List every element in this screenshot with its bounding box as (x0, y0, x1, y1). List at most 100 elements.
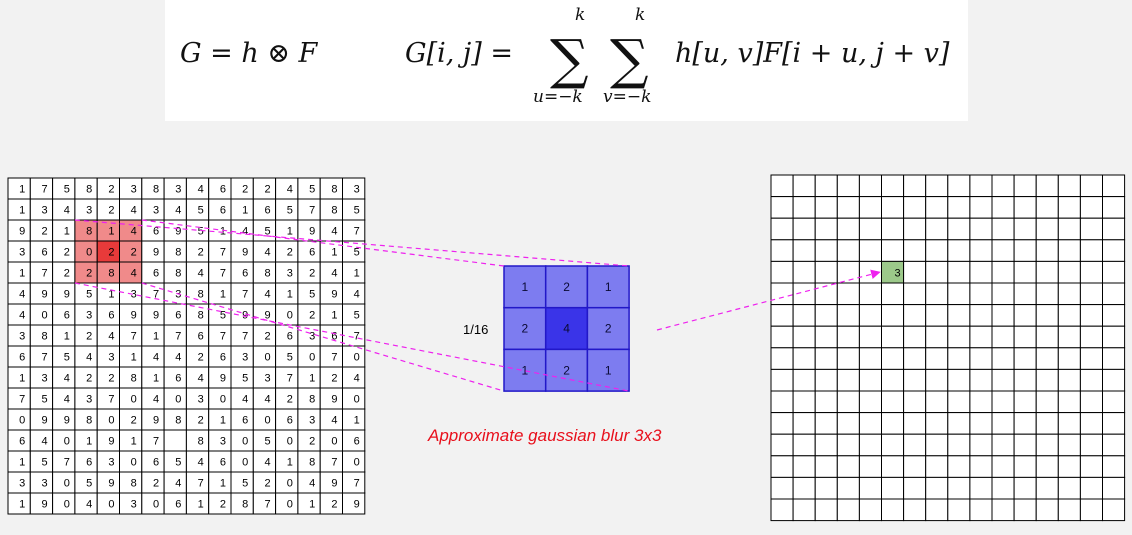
input-cell-value: 6 (220, 352, 226, 364)
input-cell-value: 0 (354, 352, 360, 364)
output-cell (1079, 282, 1104, 306)
output-cell (1035, 455, 1059, 478)
output-cell (881, 304, 905, 327)
input-cell-value: 5 (309, 184, 315, 196)
input-cell-value: 3 (131, 499, 137, 511)
sum-lower-v: v=−k (603, 87, 651, 107)
input-cell-value: 5 (198, 226, 204, 238)
input-cell-value: 2 (198, 415, 204, 427)
input-cell-value: 9 (41, 415, 47, 427)
input-cell-value: 1 (287, 457, 293, 469)
input-cell-value: 4 (331, 415, 337, 427)
input-cell-value: 8 (309, 394, 315, 406)
output-cell (858, 239, 883, 262)
kernel-cell-value: 1 (605, 363, 612, 377)
input-cell-value: 3 (264, 373, 270, 385)
output-cell (969, 282, 993, 306)
output-cell (836, 196, 860, 219)
input-cell-value: 1 (309, 373, 315, 385)
input-cell-value: 8 (175, 415, 181, 427)
input-cell-value: 4 (19, 310, 25, 322)
output-cell (792, 390, 816, 414)
output-cell (858, 174, 883, 198)
kernel-cell-value: 1 (605, 280, 612, 294)
output-cell (814, 217, 838, 241)
input-cell-value: 3 (287, 268, 293, 280)
input-cell (342, 492, 366, 515)
input-cell-value: 1 (108, 226, 114, 238)
input-cell-value: 5 (41, 394, 47, 406)
input-cell-value: 1 (86, 436, 92, 448)
input-cell-value: 3 (19, 331, 25, 343)
output-cell (1102, 433, 1126, 457)
input-cell-value: 4 (264, 457, 270, 469)
output-cell (770, 412, 794, 435)
kernel-cell (503, 348, 547, 392)
formula-rhs-lhs: G[i, j] = (405, 38, 513, 69)
output-cell (1013, 433, 1037, 457)
kernel-cell-value: 2 (563, 280, 570, 294)
output-cell (1013, 304, 1037, 327)
input-cell-value: 2 (108, 373, 114, 385)
output-cell (947, 412, 971, 435)
input-cell-value: 7 (354, 331, 360, 343)
projection-line (74, 219, 630, 267)
output-cell (1102, 347, 1126, 370)
input-cell-value: 8 (175, 268, 181, 280)
input-cell-value: 4 (175, 478, 181, 490)
kernel-scale-label: 1/16 (463, 322, 489, 337)
output-cell (836, 412, 860, 435)
output-cell (947, 368, 971, 392)
output-cell (836, 282, 860, 306)
input-cell-value: 6 (220, 184, 226, 196)
input-cell-value: 3 (131, 184, 137, 196)
output-cell (792, 347, 816, 370)
input-cell-value: 4 (64, 205, 70, 217)
output-cell (925, 282, 949, 306)
output-cell (947, 304, 971, 327)
output-cell (836, 325, 860, 349)
input-cell-value: 5 (86, 478, 92, 490)
output-cell-value: 3 (894, 267, 900, 279)
input-cell-value: 4 (64, 394, 70, 406)
output-cell (881, 455, 905, 478)
output-cell (1035, 260, 1059, 284)
output-cell (1013, 217, 1037, 241)
input-cell-value: 9 (331, 289, 337, 301)
output-cell (881, 347, 905, 370)
output-cell (947, 347, 971, 370)
sum-sign-1: ∑ (550, 28, 589, 91)
output-cell (1057, 325, 1081, 349)
output-cell (1079, 433, 1104, 457)
output-cell (792, 455, 816, 478)
output-cell (1102, 325, 1126, 349)
output-cell (1079, 260, 1104, 284)
output-cell (792, 433, 816, 457)
input-cell-value: 2 (153, 478, 159, 490)
input-cell-value: 1 (131, 352, 137, 364)
output-cell (1035, 433, 1059, 457)
input-cell-value: 8 (131, 478, 137, 490)
input-cell-value: 0 (153, 499, 159, 511)
input-cell-value: 5 (287, 352, 293, 364)
output-cell (881, 433, 905, 457)
output-cell (836, 304, 860, 327)
input-cell-value: 6 (175, 310, 181, 322)
output-cell (1057, 390, 1081, 414)
output-cell (1102, 196, 1126, 219)
input-cell-value: 1 (153, 331, 159, 343)
input-cell-value: 6 (287, 415, 293, 427)
input-cell-value: 0 (354, 457, 360, 469)
input-cell-value: 4 (287, 184, 293, 196)
output-cell (881, 498, 905, 522)
output-cell (903, 476, 927, 500)
projection-line (141, 219, 505, 267)
input-cell-value: 4 (108, 331, 114, 343)
output-cell (903, 412, 927, 435)
output-cell (858, 455, 883, 478)
input-cell-value: 0 (175, 394, 181, 406)
sum-upper-1: k (575, 5, 585, 25)
output-cell (881, 412, 905, 435)
output-cell (947, 455, 971, 478)
output-cell (1102, 282, 1126, 306)
